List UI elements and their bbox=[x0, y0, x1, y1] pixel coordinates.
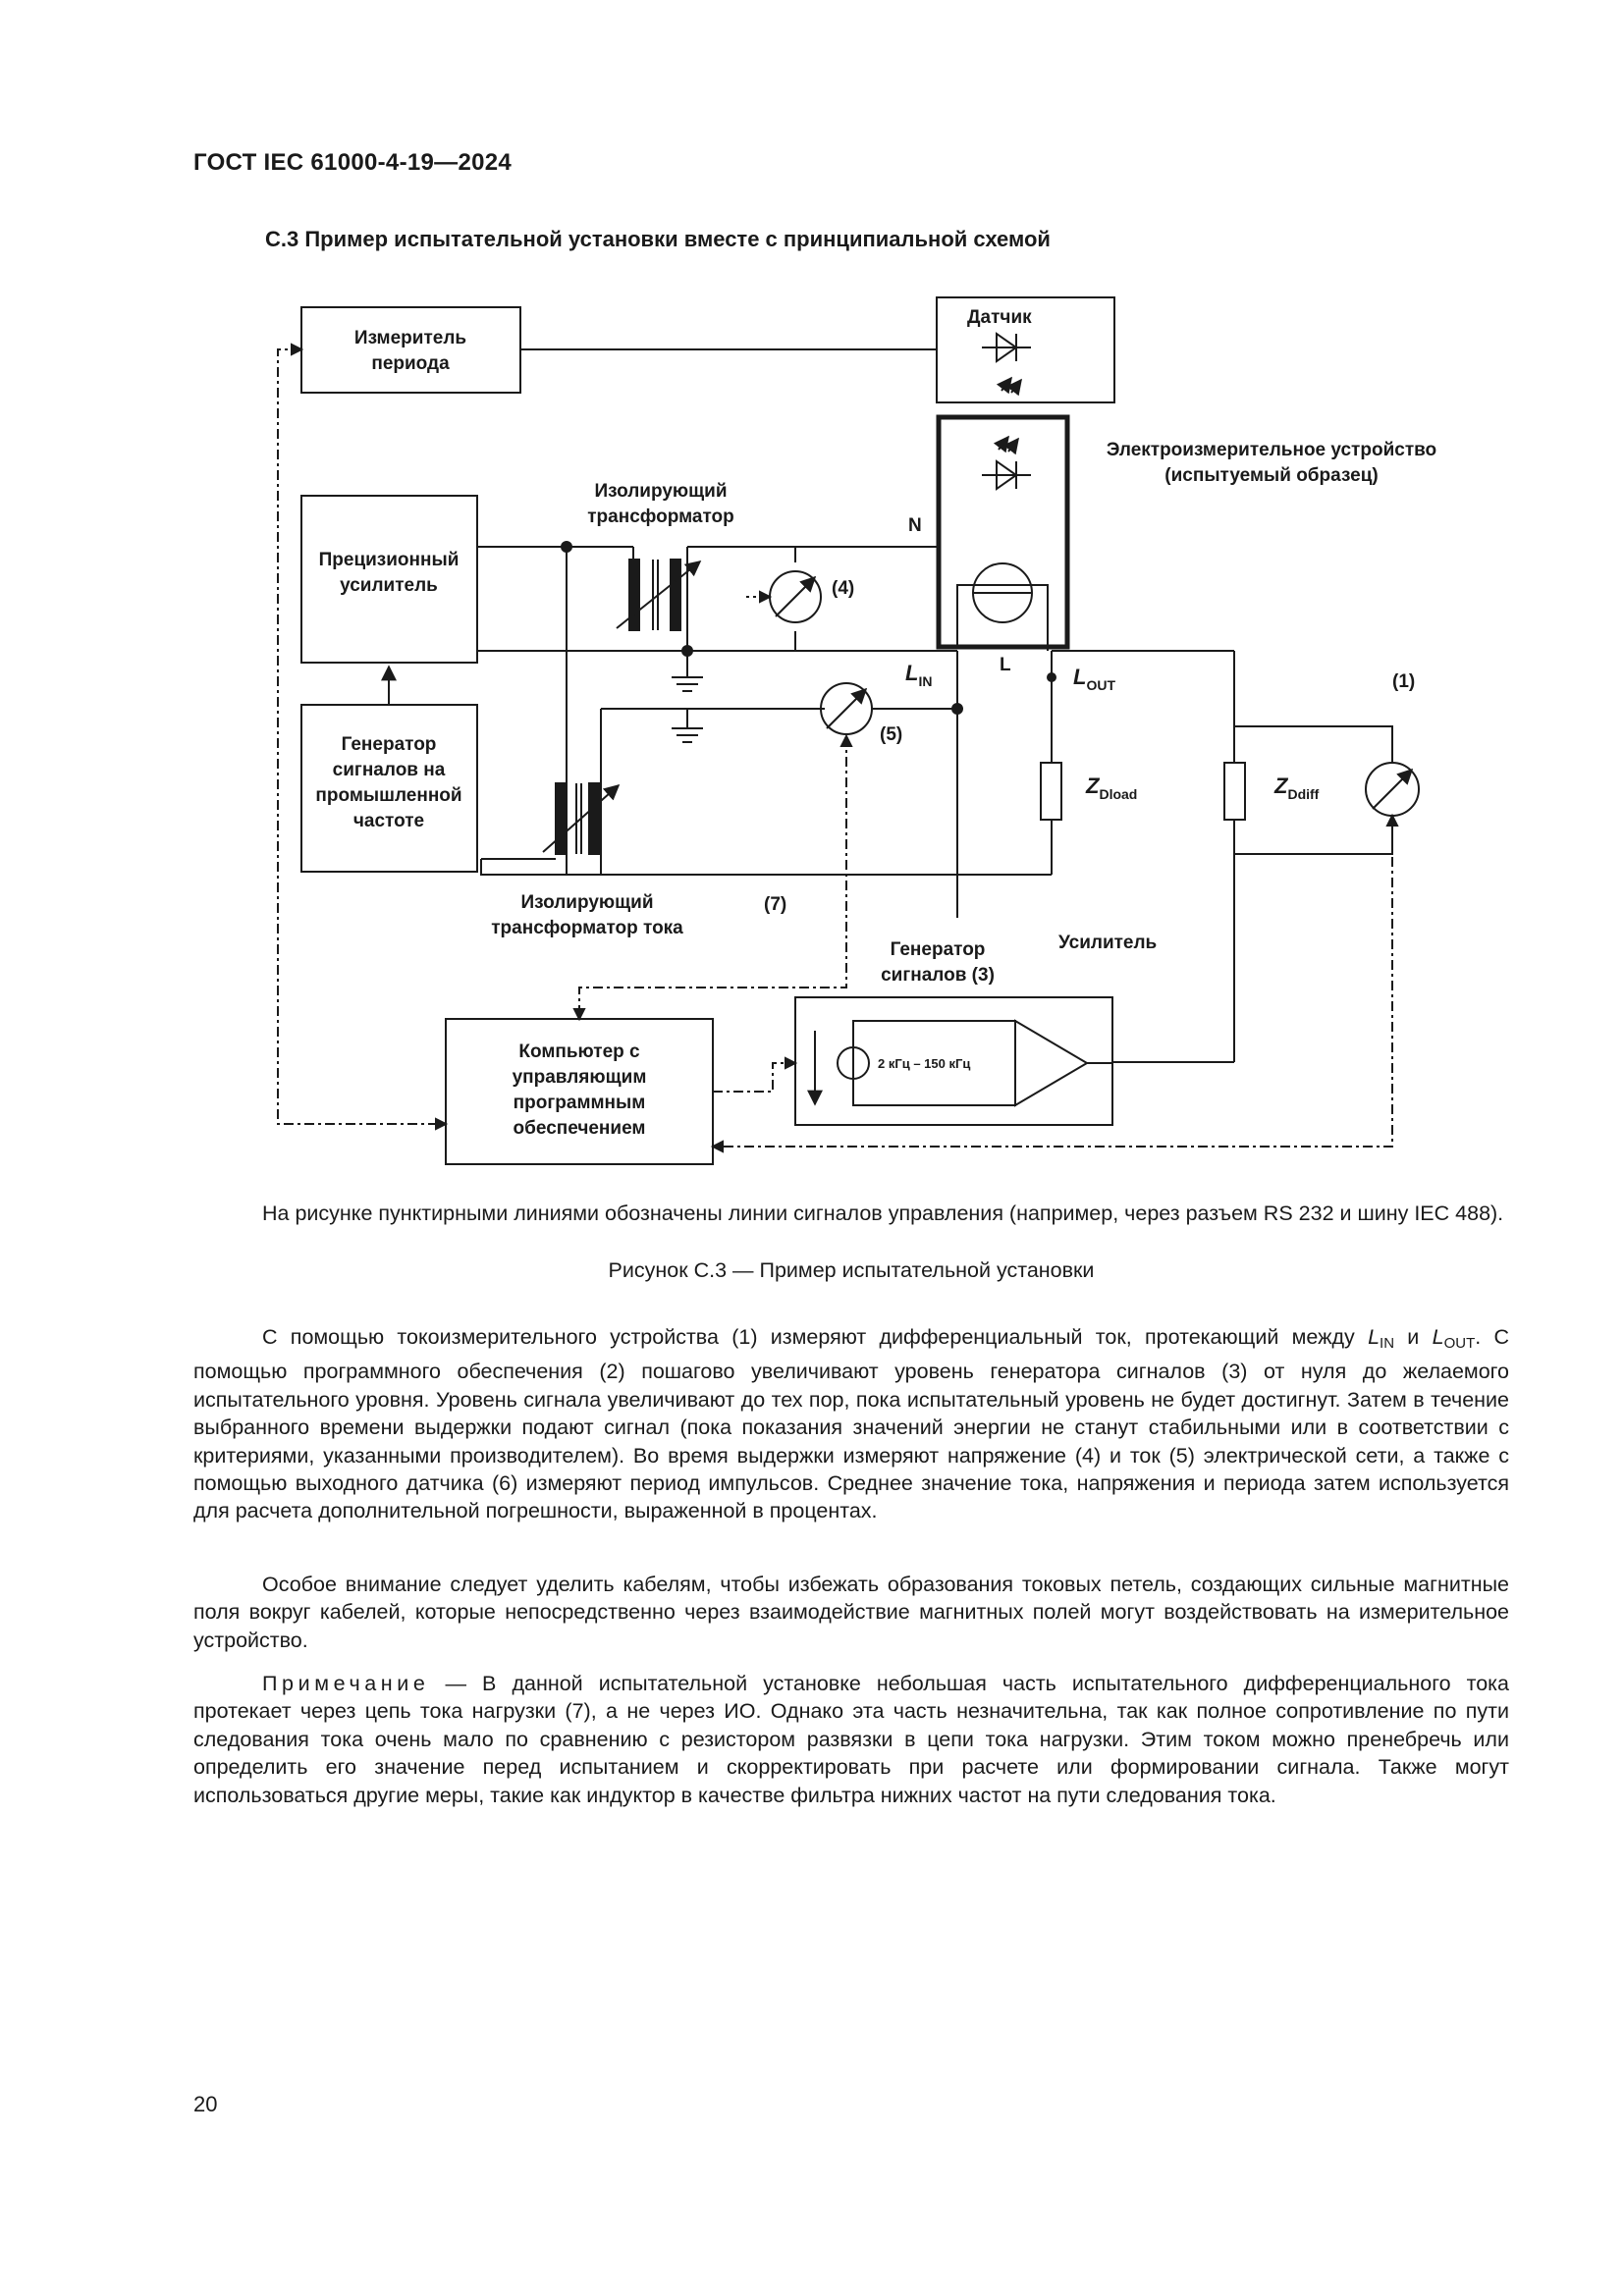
section-title: С.3 Пример испытательной установки вмест… bbox=[265, 227, 1051, 251]
period-meter-label-2: периода bbox=[371, 353, 450, 374]
pf-gen-label-1: Генератор bbox=[342, 734, 437, 755]
computer-label-2: управляющим bbox=[513, 1067, 647, 1088]
eut-label-2: (испытуемый образец) bbox=[1164, 465, 1378, 486]
zdload-resistor bbox=[1040, 762, 1062, 821]
paragraph-2: Особое внимание следует уделить кабелям,… bbox=[193, 1573, 1509, 1652]
mark-5: (5) bbox=[880, 724, 902, 745]
precision-amplifier-box bbox=[300, 495, 478, 664]
computer-label-1: Компьютер с bbox=[518, 1041, 640, 1062]
computer-label-4: обеспечением bbox=[514, 1118, 646, 1139]
iso-ct-label-2: трансформатор тока bbox=[491, 918, 683, 938]
precision-amp-label-1: Прецизионный bbox=[319, 550, 460, 570]
label-zddiff: ZDdiff bbox=[1273, 774, 1320, 802]
eut-label-1: Электроизмерительное устройство bbox=[1107, 440, 1436, 460]
page-number: 20 bbox=[193, 2092, 218, 2116]
mark-1: (1) bbox=[1392, 671, 1415, 692]
amplifier-label: Усилитель bbox=[1058, 933, 1157, 953]
freq-range-label: 2 кГц – 150 кГц bbox=[878, 1056, 970, 1071]
pf-gen-label-4: частоте bbox=[353, 811, 424, 831]
label-l: L bbox=[1000, 655, 1011, 675]
pf-gen-label-3: промышленной bbox=[315, 785, 461, 806]
iso-transformer-label-2: трансформатор bbox=[587, 507, 734, 527]
label-lin: LIN bbox=[905, 661, 932, 689]
computer-label-3: программным bbox=[514, 1093, 646, 1113]
period-meter-box bbox=[300, 306, 521, 394]
sensor-label: Датчик bbox=[967, 307, 1032, 328]
label-zdload: ZDload bbox=[1085, 774, 1137, 802]
iso-ct-label-1: Изолирующий bbox=[520, 892, 653, 913]
sig-gen-label-1: Генератор bbox=[891, 939, 986, 960]
mark-7: (7) bbox=[764, 894, 786, 915]
figure-note: На рисунке пунктирными линиями обозначен… bbox=[262, 1201, 1504, 1225]
label-n: N bbox=[908, 515, 922, 536]
period-meter-label-1: Измеритель bbox=[354, 328, 466, 348]
mark-4: (4) bbox=[832, 578, 854, 599]
label-lout: LOUT bbox=[1073, 665, 1115, 693]
paragraph-1: С помощью токоизмерительного устройства … bbox=[193, 1325, 1510, 1523]
pf-gen-label-2: сигналов на bbox=[333, 760, 446, 780]
precision-amp-label-2: усилитель bbox=[340, 575, 438, 596]
zddiff-resistor bbox=[1223, 762, 1246, 821]
test-setup-diagram: Измеритель периода Датчик Электроизмерит… bbox=[277, 296, 1436, 1165]
sig-gen-label-2: сигналов (3) bbox=[881, 965, 995, 986]
note-paragraph: Примечание — В данной испытательной уста… bbox=[193, 1672, 1509, 1807]
document-header: ГОСТ IEC 61000-4-19—2024 bbox=[193, 149, 513, 176]
note-label: Примечание bbox=[262, 1672, 430, 1695]
iso-transformer-label-1: Изолирующий bbox=[594, 481, 727, 502]
figure-caption: Рисунок С.3 — Пример испытательной устан… bbox=[608, 1258, 1095, 1282]
